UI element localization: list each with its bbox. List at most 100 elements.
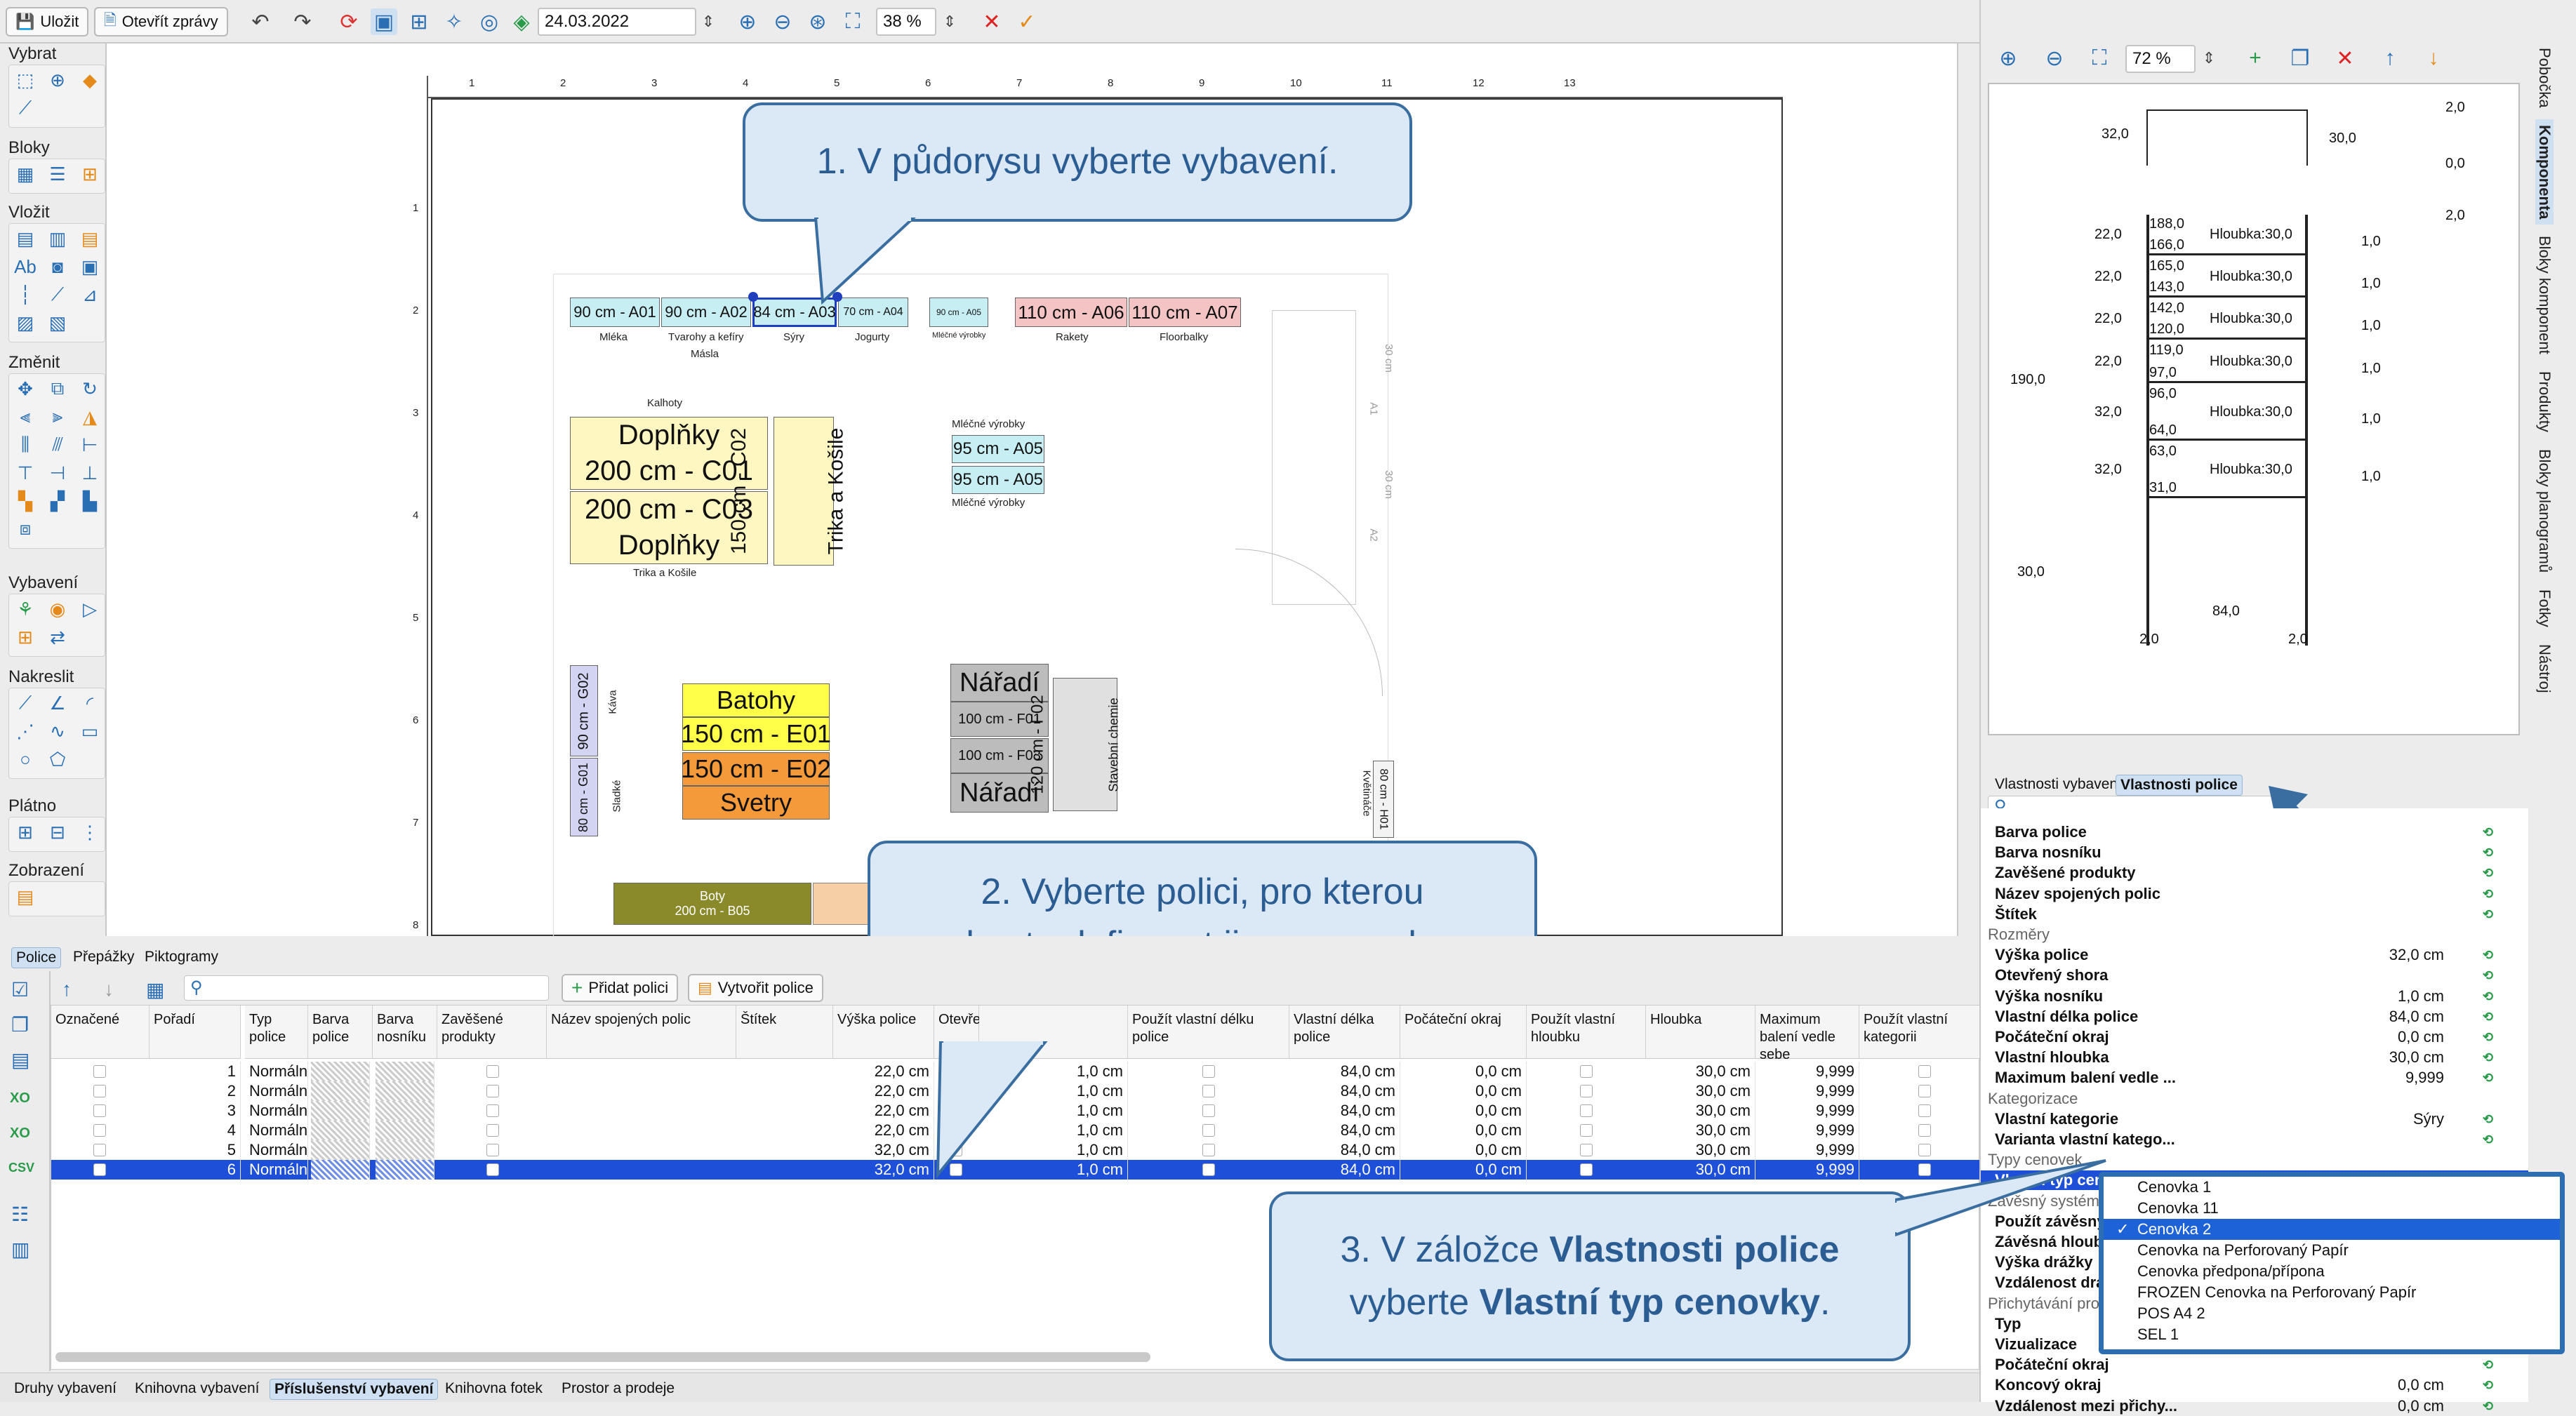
grid-header[interactable]: Zavěšené produkty: [437, 1006, 547, 1059]
curve-icon[interactable]: ∿: [50, 720, 65, 742]
zoom-field[interactable]: 38 %: [876, 8, 936, 36]
fixture-c02[interactable]: 150 cm - C02 Trika a Košile: [727, 417, 847, 566]
table-cell[interactable]: [376, 1121, 434, 1140]
save-button[interactable]: 💾Uložit: [6, 7, 89, 36]
zoom-stepper-icon[interactable]: ⇕: [943, 13, 957, 30]
table-cell[interactable]: 22,0 cm: [833, 1121, 934, 1140]
property-value[interactable]: 84,0 cm: [2389, 1007, 2444, 1025]
row-checkbox[interactable]: [1580, 1065, 1593, 1078]
block-icon[interactable]: ▦: [16, 163, 34, 185]
date-field[interactable]: 24.03.2022: [538, 8, 696, 36]
property-row[interactable]: Vzdálenost mezi přichy...0,0 cm⟲: [1981, 1396, 2528, 1416]
grid-header[interactable]: Hloubka: [1646, 1006, 1755, 1059]
fixture-f03[interactable]: 100 cm - F03: [950, 738, 1049, 773]
vertical-tab[interactable]: Komponenta: [2535, 119, 2554, 225]
row-checkbox[interactable]: [1202, 1065, 1215, 1078]
doc-list-icon[interactable]: ▤: [11, 1049, 30, 1071]
property-row[interactable]: Rozměry: [1981, 925, 2528, 944]
grid-header[interactable]: Barva nosníku: [373, 1006, 437, 1059]
copy-icon[interactable]: ⧉: [51, 378, 65, 399]
table-cell[interactable]: 0,0 cm: [1400, 1160, 1527, 1180]
table-cell[interactable]: 30,0 cm: [1646, 1160, 1755, 1180]
vertical-tab[interactable]: Bloky planogramů: [2536, 448, 2554, 573]
fixture-a02[interactable]: 90 cm - A02: [661, 298, 751, 327]
preview-zoom-out-icon[interactable]: ⊖: [2045, 46, 2064, 70]
dropdown-option[interactable]: Cenovka 1: [2104, 1177, 2560, 1198]
table-cell[interactable]: 1,0 cm: [979, 1101, 1128, 1121]
row-checkbox[interactable]: [1580, 1085, 1593, 1097]
fixture-c01[interactable]: 200 cm - C01: [570, 453, 768, 490]
pointer-icon[interactable]: ⬚: [16, 69, 34, 91]
table-cell[interactable]: 0,0 cm: [1400, 1081, 1527, 1101]
sync-icon[interactable]: ⇄: [50, 626, 65, 648]
property-value[interactable]: 1,0 cm: [2397, 987, 2444, 1005]
table-cell[interactable]: 1,0 cm: [979, 1062, 1128, 1081]
vertical-tab[interactable]: Produkty: [2536, 370, 2554, 432]
table-cell[interactable]: 1,0 cm: [979, 1140, 1128, 1160]
move-up-icon[interactable]: ↑: [62, 978, 72, 1000]
property-reset-icon[interactable]: ⟲: [2482, 1133, 2493, 1147]
row-checkbox[interactable]: [486, 1104, 499, 1117]
xo-icon[interactable]: XO: [10, 1090, 30, 1106]
tab-equipment-props[interactable]: Vlastnosti vybavení: [1995, 776, 2122, 792]
table-cell[interactable]: 9,999: [1755, 1160, 1859, 1180]
preview-down-icon[interactable]: ↓: [2428, 46, 2439, 69]
table-cell[interactable]: 84,0 cm: [1289, 1121, 1400, 1140]
table-cell[interactable]: [376, 1081, 434, 1101]
property-reset-icon[interactable]: ⟲: [2482, 1009, 2493, 1024]
table-cell[interactable]: [376, 1062, 434, 1081]
zoom-selection-icon[interactable]: ⊛: [809, 10, 827, 34]
open-reports-button[interactable]: 🗎Otevřít zprávy: [94, 7, 228, 36]
row-checkbox[interactable]: [1202, 1144, 1215, 1156]
grid-header[interactable]: Výška police: [833, 1006, 934, 1059]
table-cell[interactable]: 0,0 cm: [1400, 1101, 1527, 1121]
zoom-out-icon[interactable]: ⊖: [774, 10, 792, 34]
fixture-f02[interactable]: 120 cm - F02 Stavební chemie: [1028, 678, 1120, 811]
property-row[interactable]: Barva police⟲: [1981, 822, 2528, 842]
row-checkbox[interactable]: [1202, 1124, 1215, 1137]
path-icon[interactable]: ⟋: [18, 97, 32, 118]
property-row[interactable]: Zavěšené produkty⟲: [1981, 863, 2528, 883]
dropdown-option[interactable]: Cenovka 11: [2104, 1198, 2560, 1219]
chart-icon[interactable]: ▥: [11, 1238, 30, 1260]
row-checkbox[interactable]: [93, 1065, 106, 1078]
table-cell[interactable]: 0,0 cm: [1400, 1062, 1527, 1081]
preview-zoom-in-icon[interactable]: ⊕: [1999, 46, 2017, 70]
grid-header[interactable]: Typ police: [245, 1006, 308, 1059]
grid-scrollbar[interactable]: [55, 1352, 1150, 1362]
property-row[interactable]: Kategorizace: [1981, 1089, 2528, 1109]
table-icon[interactable]: ▤: [16, 227, 34, 249]
grid-header[interactable]: Počáteční okraj: [1400, 1006, 1527, 1059]
property-value[interactable]: 0,0 cm: [2397, 1396, 2444, 1415]
property-value[interactable]: 0,0 cm: [2397, 1376, 2444, 1394]
undo-icon[interactable]: ↶: [251, 10, 270, 34]
row-checkbox[interactable]: [93, 1144, 106, 1156]
grid-header[interactable]: Použít vlastní hloubku: [1527, 1006, 1646, 1059]
table-cell[interactable]: 84,0 cm: [1289, 1140, 1400, 1160]
table-cell[interactable]: 84,0 cm: [1289, 1062, 1400, 1081]
table-cell[interactable]: 1: [150, 1062, 241, 1081]
canvas-dots-icon[interactable]: ⋮: [81, 821, 99, 843]
draw-line-icon[interactable]: ⟋: [18, 692, 32, 713]
footer-tab[interactable]: Druhy vybavení: [14, 1380, 117, 1396]
play-icon[interactable]: ▷: [83, 598, 97, 620]
property-row[interactable]: Otevřený shora⟲: [1981, 966, 2528, 985]
table-cell[interactable]: [376, 1140, 434, 1160]
mirror-icon[interactable]: ◮: [83, 406, 97, 427]
fixture-e01[interactable]: 150 cm - E01: [681, 717, 831, 751]
grid-header[interactable]: Štítek: [736, 1006, 833, 1059]
table-cell[interactable]: 32,0 cm: [833, 1160, 934, 1180]
rotate-icon[interactable]: ↻: [82, 378, 98, 399]
snap-icon[interactable]: ◎: [479, 10, 499, 34]
arrow-icon[interactable]: ⊿: [82, 283, 98, 305]
table-cell[interactable]: 22,0 cm: [833, 1081, 934, 1101]
magic-icon[interactable]: ✧: [445, 10, 463, 34]
fixture-a03-selected[interactable]: 84 cm - A03: [752, 298, 837, 327]
duplicate-icon[interactable]: ❐: [11, 1014, 29, 1036]
grid-header[interactable]: Označené: [51, 1006, 150, 1059]
table-cell[interactable]: 84,0 cm: [1289, 1101, 1400, 1121]
